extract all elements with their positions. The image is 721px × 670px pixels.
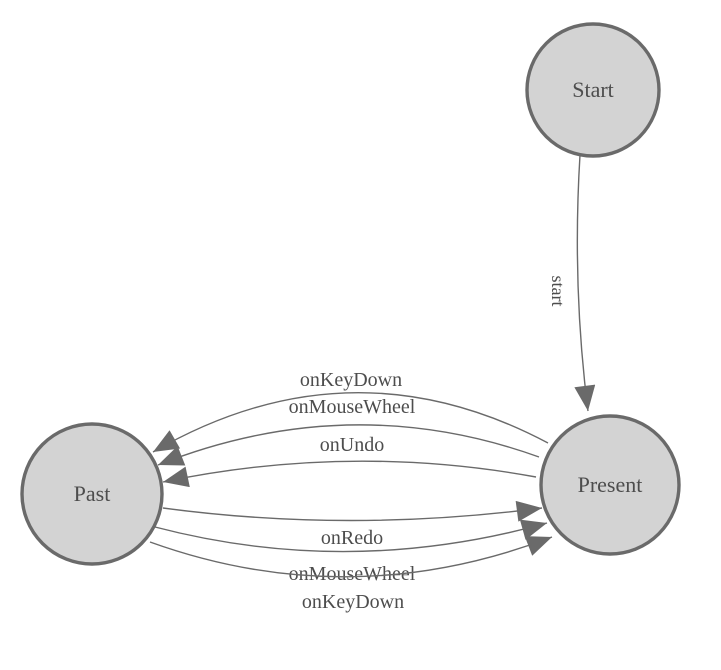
edge-present-to-past-onkeydown[interactable]: onKeyDown: [152, 369, 549, 453]
edge-past-to-present-onmousewheel-path[interactable]: [154, 519, 548, 553]
node-present-label: Present: [578, 472, 643, 497]
node-start-label: Start: [572, 77, 614, 102]
edge-past-to-present-onredo[interactable]: onRedo: [162, 500, 543, 549]
node-present-circle[interactable]: [539, 414, 681, 556]
edge-past-to-present-onkeydown[interactable]: onKeyDown: [149, 536, 553, 613]
edge-present-to-past-onundo-path[interactable]: [162, 460, 537, 488]
edge-start-to-present[interactable]: start: [548, 154, 596, 412]
edge-label-onmousewheel-top: onMouseWheel: [289, 396, 416, 418]
node-past-circle[interactable]: [20, 422, 164, 566]
edge-present-to-past-onmousewheel-path[interactable]: [157, 424, 540, 466]
edge-label-onredo: onRedo: [321, 527, 383, 549]
node-start-circle[interactable]: [525, 22, 661, 158]
edge-label-onkeydown-bottom: onKeyDown: [302, 591, 404, 613]
edge-label-start: start: [548, 276, 568, 307]
node-start[interactable]: Start: [525, 22, 661, 158]
edge-present-to-past-onmousewheel[interactable]: onMouseWheel: [157, 396, 540, 466]
edge-present-to-past-onkeydown-path[interactable]: [152, 391, 549, 453]
edge-label-onkeydown-top: onKeyDown: [300, 369, 402, 391]
edge-past-to-present-onmousewheel[interactable]: onMouseWheel: [154, 519, 548, 585]
edge-past-to-present-onredo-path[interactable]: [162, 500, 543, 522]
node-past-label: Past: [74, 481, 111, 506]
edge-past-to-present-onkeydown-path[interactable]: [149, 536, 553, 578]
edge-label-onundo: onUndo: [320, 434, 384, 456]
node-past[interactable]: Past: [20, 422, 164, 566]
edge-present-to-past-onundo[interactable]: onUndo: [162, 434, 537, 488]
edge-label-onmousewheel-bottom: onMouseWheel: [289, 563, 416, 585]
edge-start-to-present-path[interactable]: [574, 154, 596, 412]
node-present[interactable]: Present: [539, 414, 681, 556]
